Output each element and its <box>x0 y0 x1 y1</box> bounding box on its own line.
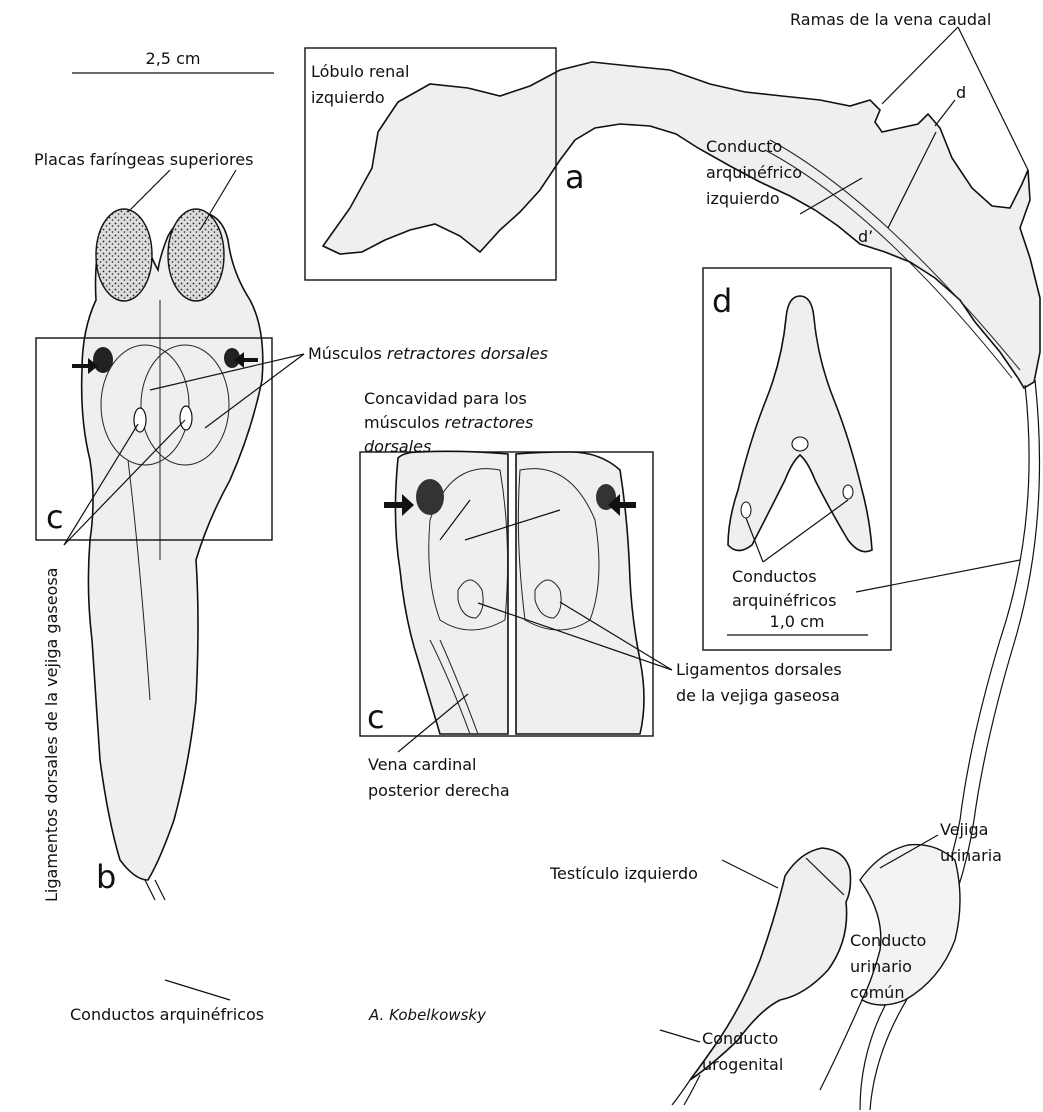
label-concavidad-1: Concavidad para los <box>364 389 527 408</box>
panel-letter-d: d <box>712 282 732 320</box>
label-vejiga-1: Vejiga <box>940 820 988 839</box>
label-urogenital-1: Conducto <box>702 1029 778 1048</box>
scale-bar-d-label: 1,0 cm <box>770 612 825 631</box>
label-vena-2: posterior derecha <box>368 781 510 800</box>
label-lobulo-1: Lóbulo renal <box>311 62 410 81</box>
label-musculos: Músculos retractores dorsales <box>308 344 548 363</box>
label-conductos-d-1: Conductos <box>732 567 817 586</box>
label-d-marker: d <box>956 83 966 102</box>
label-vejiga-2: urinaria <box>940 846 1002 865</box>
label-d-prime: d’ <box>858 227 873 246</box>
label-ramas: Ramas de la vena caudal <box>790 10 991 29</box>
label-conducto-izq-3: izquierdo <box>706 189 780 208</box>
body-figure-b <box>72 209 263 900</box>
label-conducto-izq-2: arquinéfrico <box>706 163 802 182</box>
label-urinario-3: común <box>850 983 904 1002</box>
label-lobulo-2: izquierdo <box>311 88 385 107</box>
panel-letter-a: a <box>565 158 585 196</box>
scale-bar-main: 2,5 cm <box>72 49 274 73</box>
label-urinario-2: urinario <box>850 957 912 976</box>
label-vena-1: Vena cardinal <box>368 755 476 774</box>
panel-letter-b: b <box>96 858 116 896</box>
label-urinario-1: Conducto <box>850 931 926 950</box>
label-concavidad-2-italic: retractores <box>445 413 534 432</box>
label-musculos-plain: Músculos <box>308 344 387 363</box>
inset-c <box>360 451 653 736</box>
panel-letter-c-inset: c <box>367 698 385 736</box>
label-concavidad-2: músculos retractores <box>364 413 533 432</box>
label-urogenital-2: urogenital <box>702 1055 783 1074</box>
label-ligamentos-vertical: Ligamentos dorsales de la vejiga gaseosa <box>42 568 61 903</box>
author-signature: A. Kobelkowsky <box>368 1006 487 1024</box>
label-lig-c-1: Ligamentos dorsales <box>676 660 842 679</box>
label-lig-c-2: de la vejiga gaseosa <box>676 686 840 705</box>
panel-letter-c-small: c <box>46 498 64 536</box>
label-conducto-izq-1: Conducto <box>706 137 782 156</box>
label-conductos-b: Conductos arquinéfricos <box>70 1005 264 1024</box>
label-testiculo: Testículo izquierdo <box>549 864 698 883</box>
label-concavidad-2-plain: músculos <box>364 413 445 432</box>
label-concavidad-3: dorsales <box>364 437 431 456</box>
scale-bar-main-label: 2,5 cm <box>146 49 201 68</box>
label-conductos-d-2: arquinéfricos <box>732 591 836 610</box>
label-musculos-italic: retractores dorsales <box>387 344 548 363</box>
label-placas: Placas faríngeas superiores <box>34 150 253 169</box>
